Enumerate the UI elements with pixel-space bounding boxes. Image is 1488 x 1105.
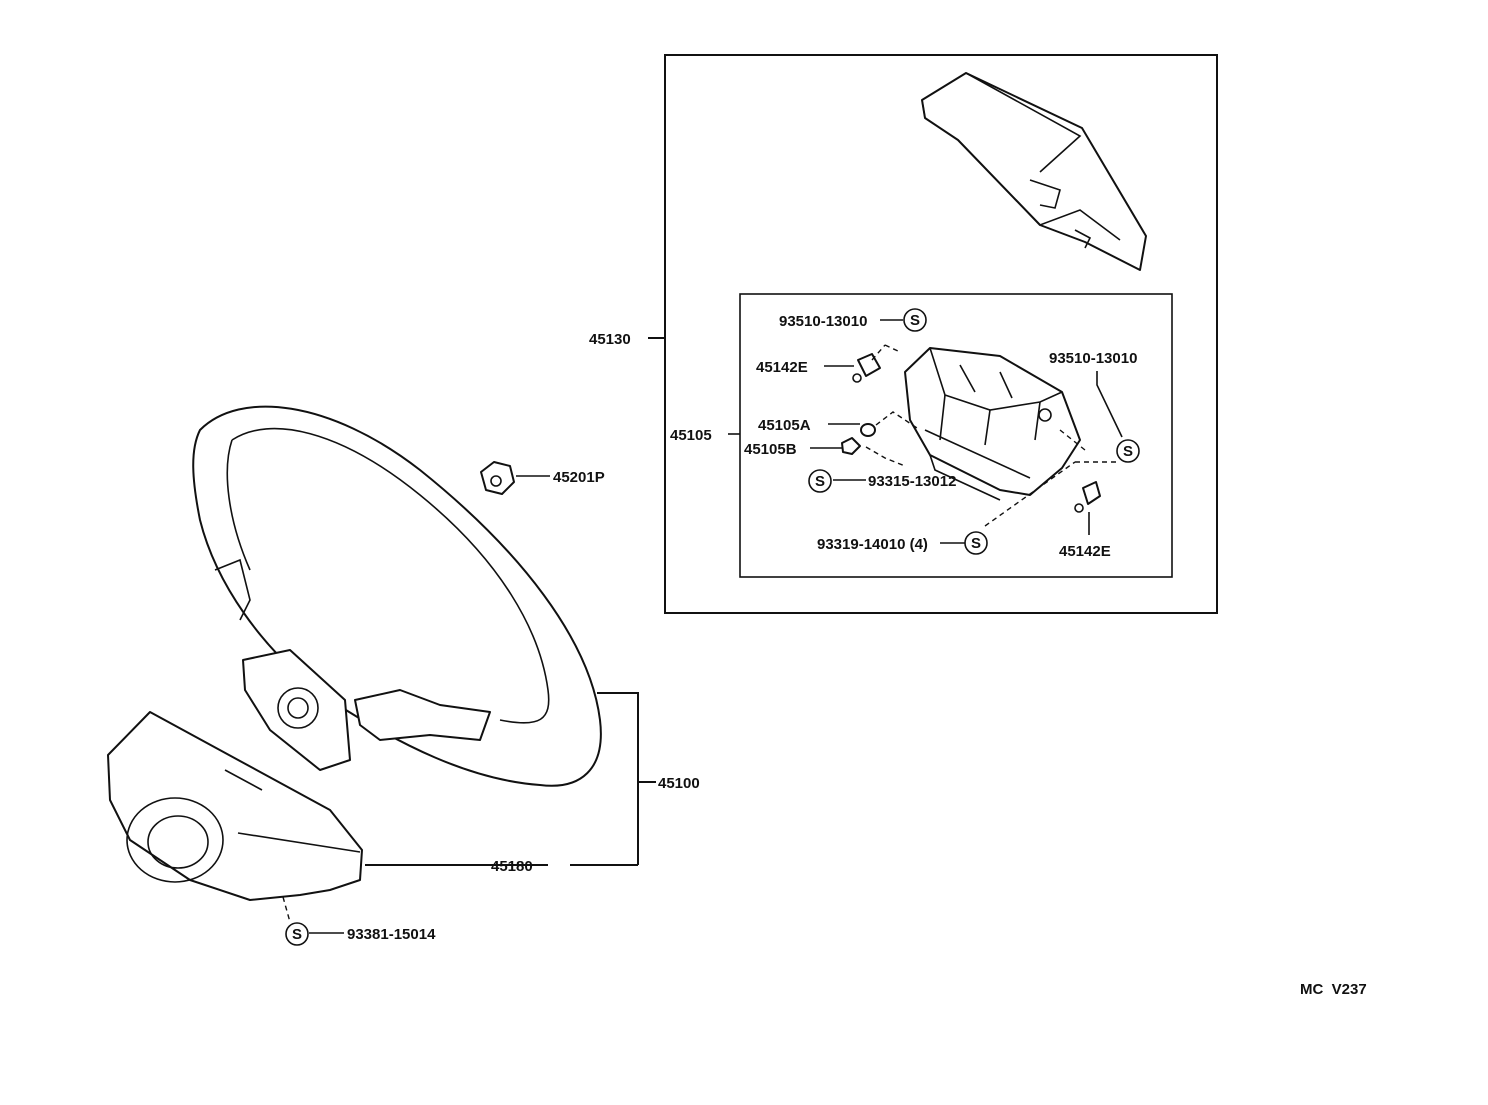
horn-pad-cover-drawing	[921, 72, 1147, 271]
svg-text:S: S	[815, 473, 825, 490]
standard-part-symbol: S	[1116, 439, 1140, 463]
svg-text:S: S	[1123, 443, 1133, 460]
label-45180: 45180	[491, 858, 533, 875]
label-45201p: 45201P	[553, 469, 605, 486]
horn-switch-bracket-drawing	[904, 347, 1081, 501]
steering-wheel-drawing	[192, 405, 602, 787]
standard-part-symbol: S	[964, 531, 988, 555]
clip-top	[852, 353, 881, 383]
nut-45105b	[841, 437, 861, 455]
pad-assembly-frame	[664, 54, 1218, 614]
svg-text:S: S	[971, 535, 981, 552]
label-45142e-top: 45142E	[756, 359, 808, 376]
standard-part-symbol: S	[903, 308, 927, 332]
sub-assembly-frame	[739, 293, 1173, 578]
assembly-line-4	[984, 461, 1120, 527]
nut-45105a	[860, 423, 876, 437]
label-45130: 45130	[589, 331, 631, 348]
standard-part-symbol: S	[285, 922, 309, 946]
assembly-line-1	[871, 344, 901, 361]
standard-part-symbol: S	[808, 469, 832, 493]
svg-text:S: S	[910, 312, 920, 329]
leader-45100	[597, 692, 656, 865]
label-93319: 93319-14010 (4)	[817, 536, 928, 553]
label-45105: 45105	[670, 427, 712, 444]
label-93381: 93381-15014	[347, 926, 436, 943]
label-93510-top: 93510-13010	[779, 313, 867, 330]
horn-pad-45180-drawing	[107, 711, 363, 901]
assembly-line-6	[282, 896, 291, 923]
leader-93510-right	[1096, 371, 1123, 438]
label-45142e-bot: 45142E	[1059, 543, 1111, 560]
label-45105a: 45105A	[758, 417, 811, 434]
assembly-line-3	[865, 446, 906, 467]
label-45100: 45100	[658, 775, 700, 792]
svg-text:S: S	[292, 926, 302, 943]
label-93315: 93315-13012	[868, 473, 956, 490]
label-93510-right: 93510-13010	[1049, 350, 1137, 367]
assembly-line-2	[875, 411, 921, 431]
clip-bottom	[1074, 481, 1101, 513]
diagram-code: MC V237	[1300, 981, 1367, 998]
nut-45201p-drawing	[480, 461, 515, 495]
label-45105b: 45105B	[744, 441, 797, 458]
